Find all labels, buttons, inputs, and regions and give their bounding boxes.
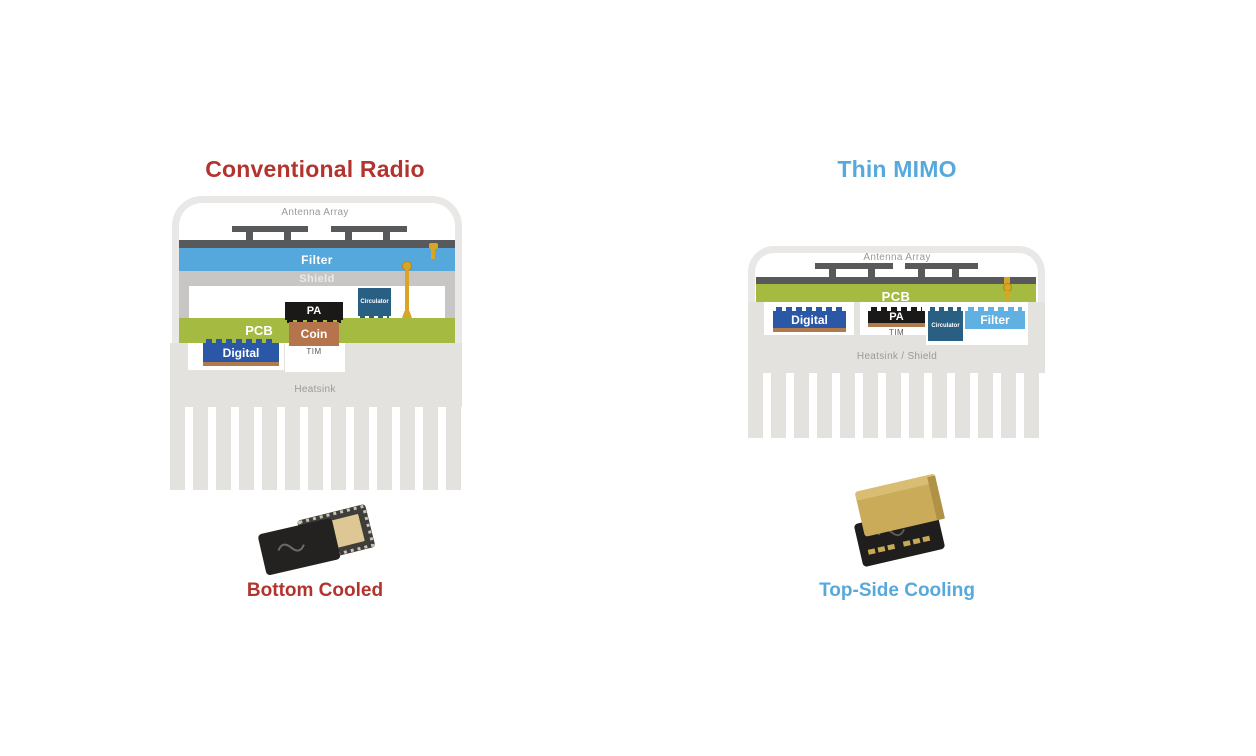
- coin-slug-left: Coin: [289, 322, 339, 346]
- antenna-element: [232, 226, 308, 232]
- tim-label-left: TIM: [306, 347, 322, 356]
- pa-solder-bumps: [871, 307, 922, 311]
- heatsink-fins-left: [170, 407, 462, 490]
- coax-pin-icon: [1005, 291, 1009, 308]
- copper-pad: [203, 362, 279, 366]
- circulator-solder-bumps: [360, 314, 389, 318]
- filter-label-left: Filter: [301, 252, 333, 267]
- coax-pin-icon: [431, 249, 435, 259]
- bottom-cooled-caption: Bottom Cooled: [246, 580, 384, 601]
- digital-chip-right: Digital: [773, 311, 846, 328]
- heatsink-label-left: Heatsink: [294, 384, 336, 395]
- filter-chip-right: Filter: [965, 311, 1025, 329]
- filter-layer-left: Filter: [179, 248, 455, 271]
- filter-label-right: Filter: [980, 313, 1010, 327]
- circulator-label-right: Circulator: [931, 323, 960, 329]
- antenna-leg: [952, 269, 959, 278]
- antenna-leg: [383, 232, 390, 242]
- ground-plane-bar-left: [179, 240, 455, 248]
- antenna-leg: [284, 232, 291, 242]
- filter-solder-bumps: [968, 307, 1022, 311]
- shield-layer-left: Shield: [179, 271, 455, 286]
- copper-pad: [868, 323, 925, 327]
- digital-solder-bumps: [776, 307, 843, 311]
- pa-chip-left: PA: [285, 302, 343, 320]
- shield-label-left: Shield: [299, 272, 335, 285]
- circulator-solder-bumps: [930, 307, 961, 311]
- antenna-array-label-left: Antenna Array: [281, 207, 349, 218]
- top-side-cooling-caption: Top-Side Cooling: [819, 580, 975, 601]
- copper-pad: [773, 328, 846, 332]
- digital-chip-left: Digital: [203, 343, 279, 362]
- antenna-element: [905, 263, 978, 269]
- circulator-chip-right: Circulator: [928, 311, 963, 341]
- coax-feed-pin-icon: [405, 270, 409, 312]
- antenna-leg: [345, 232, 352, 242]
- qfn-chip-bottom-cooled-illustration: [258, 504, 375, 575]
- right-panel-title: Thin MIMO: [837, 156, 957, 182]
- antenna-element: [331, 226, 407, 232]
- ground-plane-bar-right: [756, 277, 1036, 284]
- left-panel-title: Conventional Radio: [205, 156, 425, 182]
- digital-solder-bumps: [206, 339, 276, 344]
- pcb-label-right: PCB: [881, 288, 911, 304]
- heatsink-recess: [285, 343, 345, 372]
- antenna-leg: [918, 269, 925, 278]
- coin-label-left: Coin: [300, 327, 328, 341]
- pa-chip-right: PA: [868, 311, 925, 323]
- pa-label-right: PA: [889, 311, 904, 323]
- antenna-leg: [246, 232, 253, 242]
- coax-feed-base-icon: [402, 311, 412, 318]
- antenna-leg: [829, 269, 836, 278]
- heatsink-shield-label: Heatsink / Shield: [856, 351, 938, 362]
- antenna-leg: [868, 269, 875, 278]
- digital-label-left: Digital: [222, 345, 260, 360]
- shield-sidewall-right: [445, 286, 455, 318]
- shield-sidewall-left: [179, 286, 189, 318]
- heatsink-fins-right: [748, 373, 1045, 438]
- digital-label-right: Digital: [791, 312, 828, 327]
- coax-pin-icon: [429, 243, 438, 249]
- coax-pin-icon: [1004, 277, 1010, 284]
- circulator-chip-left: Circulator: [358, 288, 391, 316]
- qfn-chip-top-side-cooling-illustration: [854, 474, 945, 567]
- tim-label-right: TIM: [888, 328, 905, 337]
- pcb-label-left: PCB: [245, 323, 273, 338]
- circulator-label-left: Circulator: [360, 299, 389, 305]
- pa-solder-bumps: [287, 318, 341, 323]
- antenna-element: [815, 263, 893, 269]
- antenna-array-label-right: Antenna Array: [863, 252, 931, 263]
- pa-label-left: PA: [306, 305, 322, 317]
